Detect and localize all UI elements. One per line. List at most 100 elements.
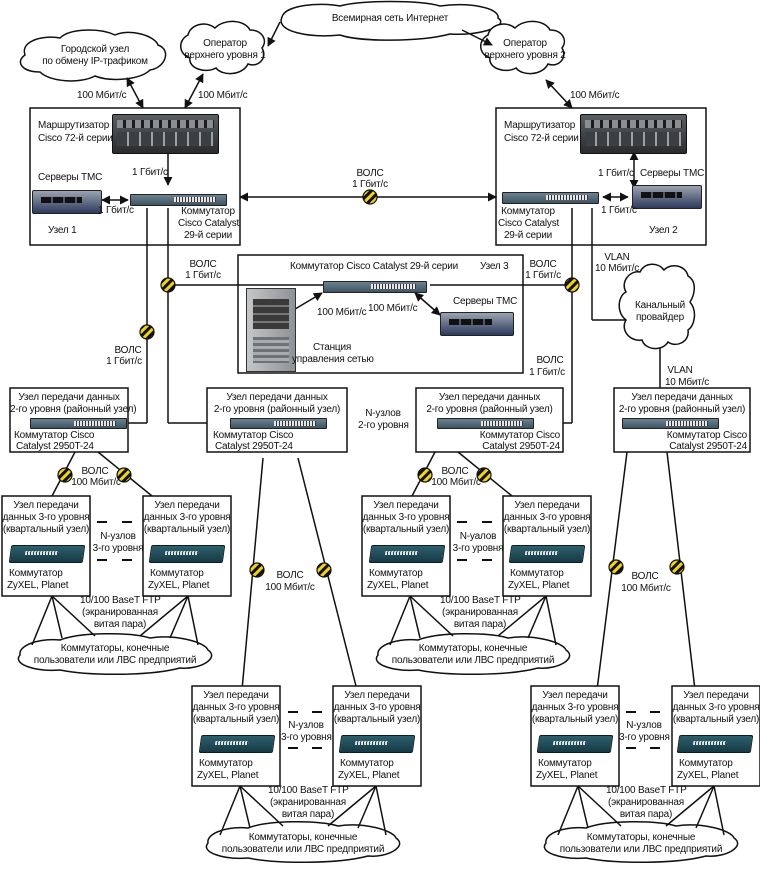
switch-zyxel	[676, 735, 754, 753]
fiber-label: ВОЛС	[81, 466, 109, 477]
node1-link-speed: 1 Гбит/с	[132, 167, 168, 178]
level2-2-title-2: 2-го уровня (районный узел)	[213, 404, 341, 415]
users-cloud-label-1: Коммутаторы, конечные	[60, 643, 170, 654]
switch-2950-4	[622, 418, 719, 429]
level3-switch-1: Коммутатор	[538, 758, 592, 769]
level2-1-title-2: 2-го уровня (районный узел)	[10, 404, 137, 415]
level3-switch-2: ZyXEL, Planet	[197, 770, 259, 781]
switch-zyxel	[508, 545, 586, 563]
fiber-speed-label: 100 Мбит/с	[71, 477, 121, 488]
server-tmc-node3	[440, 312, 514, 336]
switch-2950-1	[30, 418, 127, 429]
node2-servers-label: Серверы ТМС	[640, 168, 705, 179]
link-speed-label: 100 Мбит/с	[77, 90, 127, 101]
node3-station-link-speed: 100 Мбит/с	[317, 307, 367, 318]
cloud-provider-label-1: Канальный	[634, 300, 685, 311]
level2-3-switch-2: Catalyst 2950T-24	[482, 441, 560, 452]
fiber-marker	[139, 324, 155, 340]
level3-switch-1: Коммутатор	[199, 758, 253, 769]
link-speed-label: 100 Мбит/с	[198, 90, 248, 101]
ftp-label-2: (экранированная	[270, 797, 346, 808]
level2-1-title-1: Узел передачи данных	[18, 392, 120, 403]
level3-title-3: (квартальный узел)	[2, 524, 90, 535]
level3-title-3: (квартальный узел)	[362, 524, 450, 535]
node1-router-label-1: Маршрутизатор	[38, 120, 110, 131]
node1-switch-label-2: Cisco Catalyst	[178, 218, 240, 229]
level3-title-1: Узел передачи	[344, 690, 410, 701]
level3-n-nodes-1: N-узлов	[288, 720, 324, 731]
fiber-marker	[417, 467, 433, 483]
router-cisco-node1	[112, 114, 219, 154]
fiber-marker	[57, 467, 73, 483]
level3-n-nodes-1: N-узлов	[100, 531, 136, 542]
vlan-speed-label: 10 Мбит/с	[594, 263, 640, 274]
fiber-speed-label: 100 Мбит/с	[431, 477, 481, 488]
level3-switch-1: Коммутатор	[369, 568, 423, 579]
level2-4-title-2: 2-го уровня (районный узел)	[618, 404, 746, 415]
level3-title-2: данных 3-го уровня	[143, 512, 231, 523]
cloud-operator1-label-1: Оператор	[203, 38, 247, 49]
node2-link-speed: 1 Гбит/с	[598, 168, 634, 179]
network-management-station	[246, 288, 296, 372]
level3-switch-2: ZyXEL, Planet	[338, 770, 400, 781]
level3-switch-2: ZyXEL, Planet	[508, 580, 570, 591]
level3-switch-1: Коммутатор	[340, 758, 394, 769]
ftp-label-3: витая пара)	[453, 619, 507, 630]
cloud-operator2	[480, 20, 566, 75]
cloud-city-label-1: Городской узел	[60, 44, 130, 55]
level3-switch-2: ZyXEL, Planet	[677, 770, 739, 781]
switch-zyxel	[198, 735, 276, 753]
vlan-speed-label: 10 Мбит/с	[664, 377, 710, 388]
cloud-operator1-label-2: верхнего уровня 1	[184, 50, 266, 61]
level2-1-switch-1: Коммутатор Cisco	[14, 430, 95, 441]
node2-switch-label-3: 29-й серии	[503, 230, 553, 241]
fiber-marker	[362, 189, 378, 205]
fiber-marker	[564, 277, 580, 293]
link-speed-label: 100 Мбит/с	[570, 90, 620, 101]
cloud-internet-label: Всемирная сеть Интернет	[331, 13, 449, 24]
switch-catalyst-node1	[130, 194, 227, 206]
level3-switch-2: ZyXEL, Planet	[7, 580, 69, 591]
switch-zyxel	[536, 735, 614, 753]
level3-title-1: Узел передачи	[514, 500, 580, 511]
server-tmc-node2	[632, 185, 702, 209]
ftp-label-3: витая пара)	[281, 809, 335, 820]
cloud-city-label-2: по обмену IP-трафиком	[42, 56, 148, 67]
fiber-speed-label: 1 Гбит/с	[185, 270, 221, 281]
fiber-marker	[249, 562, 265, 578]
fiber-marker	[608, 559, 624, 575]
level3-title-2: данных 3-го уровня	[333, 702, 421, 713]
users-cloud-label-2: пользователи или ЛВС предприятий	[391, 655, 555, 666]
cloud-operator1	[180, 20, 266, 75]
cloud-operator2-label-1: Оператор	[503, 38, 547, 49]
cloud-operator2-label-2: верхнего уровня 2	[484, 50, 566, 61]
switch-zyxel	[368, 545, 446, 563]
level3-n-nodes-2: 3-го уровня	[619, 732, 670, 743]
ftp-label-1: 10/100 BaseT FTP	[80, 595, 161, 606]
switch-2950-3	[437, 418, 534, 429]
level2-3-title-2: 2-го уровня (районный узел)	[426, 404, 553, 415]
level2-n-nodes-1: N-узлов	[365, 408, 401, 419]
fiber-label: ВОЛС	[114, 345, 142, 356]
level3-switch-1: Коммутатор	[679, 758, 733, 769]
level3-title-2: данных 3-го уровня	[362, 512, 450, 523]
node2-switch-label-1: Коммутатор	[501, 206, 555, 217]
level2-3-switch-1: Коммутатор Cisco	[479, 430, 560, 441]
ftp-label-1: 10/100 BaseT FTP	[440, 595, 521, 606]
fiber-marker	[476, 467, 492, 483]
vlan-label: VLAN	[604, 252, 630, 263]
switch-catalyst-node2	[502, 192, 599, 204]
level2-4-title-1: Узел передачи данных	[631, 392, 733, 403]
level3-n-nodes-2: 3-го уровня	[92, 543, 144, 554]
fiber-label: ВОЛС	[189, 259, 217, 270]
users-cloud-label-1: Коммутаторы, конечные	[418, 643, 528, 654]
level2-3-title-1: Узел передачи данных	[438, 392, 541, 403]
node3-switch-label: Коммутатор Cisco Catalyst 29-й серии	[290, 261, 459, 272]
switch-zyxel	[148, 545, 226, 563]
switch-2950-2	[230, 418, 327, 429]
level3-title-2: данных 3-го уровня	[503, 512, 591, 523]
level3-title-2: данных 3-го уровня	[672, 702, 760, 713]
level2-1-switch-2: Catalyst 2950T-24	[16, 441, 94, 452]
fiber-marker	[116, 467, 132, 483]
switch-zyxel	[338, 735, 416, 753]
